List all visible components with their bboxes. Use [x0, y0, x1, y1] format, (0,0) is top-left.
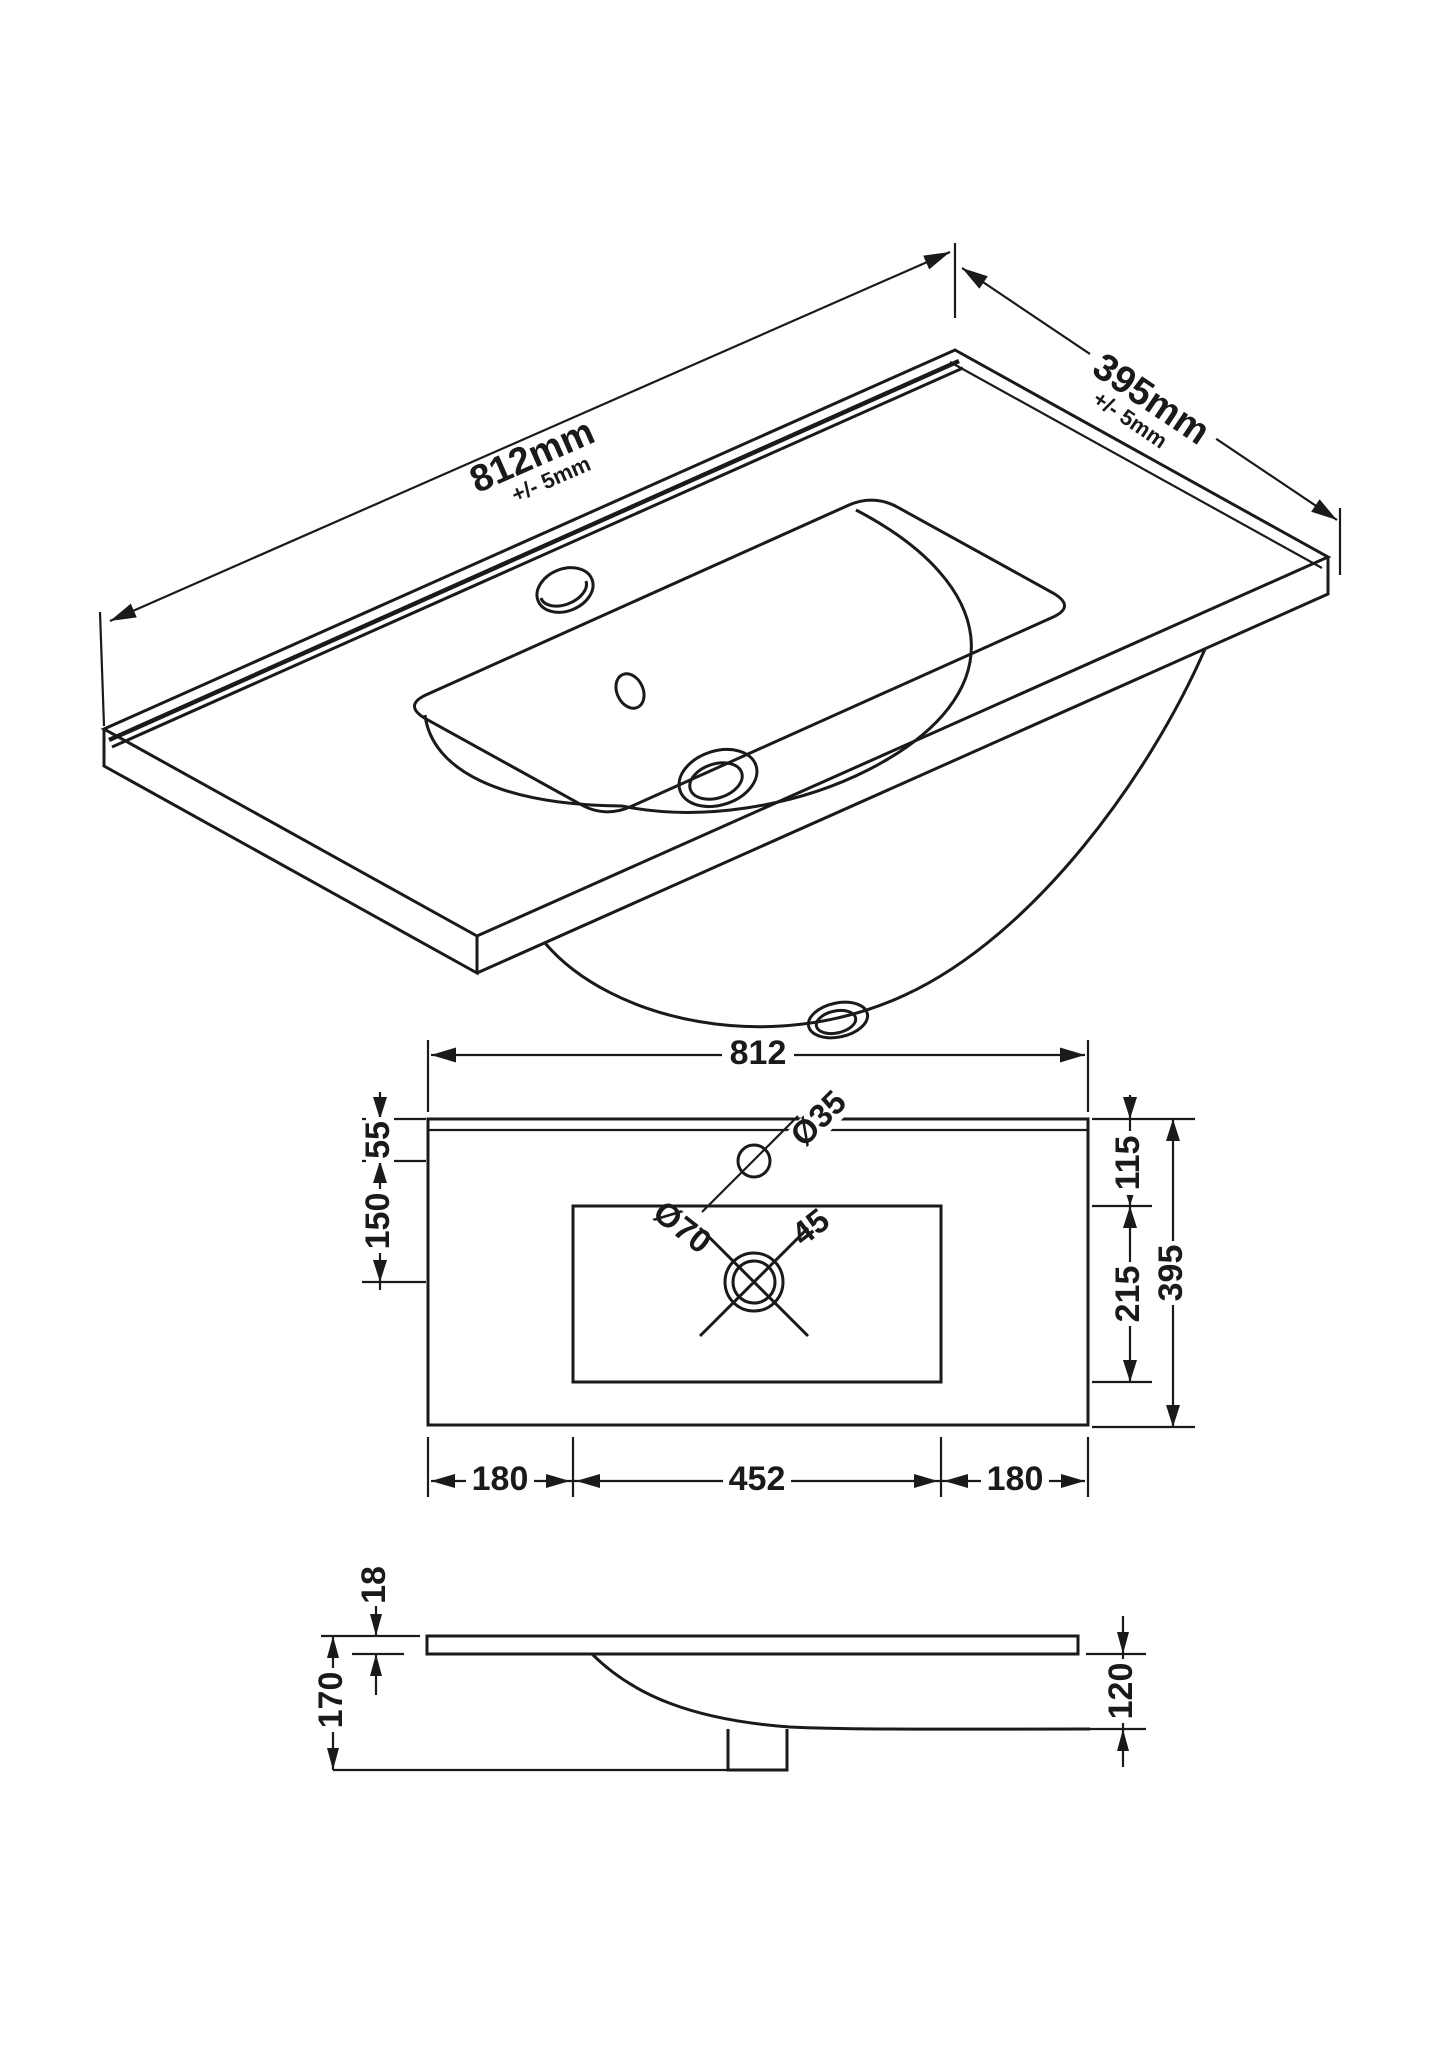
left-margin-label: 180: [472, 1460, 529, 1498]
tap-leader-line: [701, 1115, 799, 1213]
worktop-side-faces: [102, 557, 1330, 976]
plan-width-dimension: 812: [426, 1034, 1090, 1112]
drain-hole: [677, 748, 759, 808]
side-drain-stub: [726, 1729, 789, 1772]
back-upstand-line-2: [111, 366, 964, 749]
cutout-width-label: 452: [729, 1460, 786, 1498]
side-bowl-profile: [590, 1652, 1091, 1731]
plan-drain-hole: [698, 1226, 810, 1338]
bowl-front-curve: [423, 714, 623, 808]
iso-depth-dimension: 395mm +/- 5mm: [961, 267, 1342, 575]
overflow-hole: [614, 672, 646, 710]
cutout-depth-label: 215: [1109, 1266, 1147, 1323]
plan-right-dimensions: 115 215 395: [1092, 1095, 1195, 1429]
plan-basin-cutout: [571, 1204, 943, 1384]
tap-to-drain-label: 150: [359, 1193, 397, 1250]
isometric-view: 812mm +/- 5mm 395mm +/- 5mm: [98, 243, 1342, 1040]
drain-diameter-label: Ø70: [647, 1193, 719, 1261]
side-view: 18 170 120: [312, 1564, 1146, 1772]
worktop-thickness-label: 18: [355, 1566, 393, 1604]
under-bowl-curve: [543, 648, 1207, 1029]
back-upstand-line: [108, 358, 960, 743]
basin-recess-outline: [413, 498, 1066, 814]
tap-hole: [535, 566, 595, 614]
side-bowl-depth-dimension: 120: [1086, 1616, 1146, 1767]
plan-bottom-dimensions: 180 452 180: [426, 1437, 1090, 1498]
plan-worktop-outline: [426, 1117, 1090, 1427]
plan-tap-hole: [736, 1143, 772, 1179]
side-height-dimension: 170: [312, 1634, 420, 1770]
edge-to-tap-label: 55: [359, 1121, 397, 1159]
iso-width-dimension: 812mm +/- 5mm: [98, 243, 957, 727]
back-right-edge-inner: [949, 361, 1323, 569]
top-to-cutout-label: 115: [1109, 1136, 1147, 1191]
bowl-inner-curve: [621, 508, 973, 814]
side-worktop-slab: [425, 1634, 1080, 1656]
overall-depth-label: 395: [1152, 1245, 1190, 1302]
overall-height-label: 170: [312, 1672, 350, 1729]
plan-overall-width-label: 812: [730, 1034, 787, 1072]
bowl-depth-label: 120: [1102, 1663, 1140, 1720]
side-thickness-dimension: 18: [352, 1564, 404, 1695]
right-margin-label: 180: [987, 1460, 1044, 1498]
plan-view: Ø35 Ø70 45 812: [359, 1034, 1195, 1498]
plan-left-dimensions: 55 150: [359, 1092, 426, 1290]
under-drain-fitting: [806, 1000, 870, 1040]
